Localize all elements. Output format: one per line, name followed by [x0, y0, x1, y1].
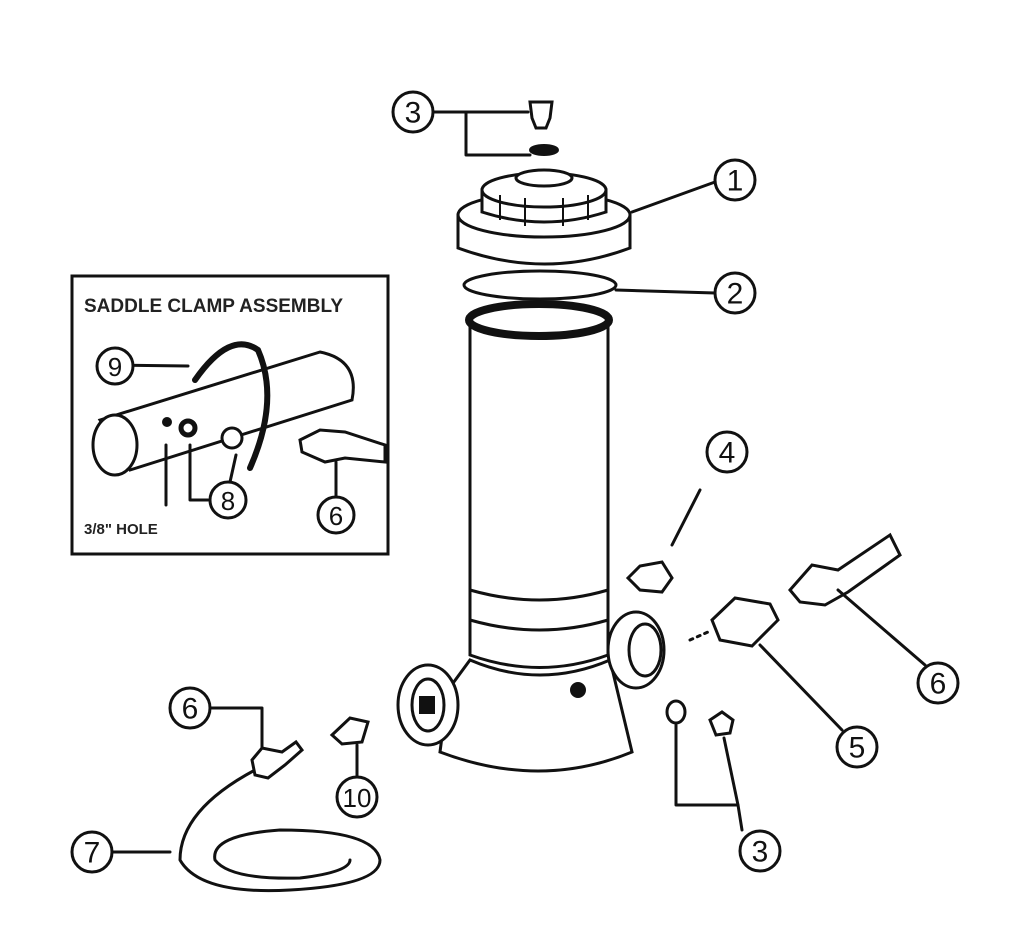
tubing-7	[178, 739, 382, 893]
leader-lines	[110, 110, 927, 854]
svg-text:9: 9	[108, 352, 122, 382]
callout-4: 4	[705, 430, 749, 474]
svg-text:3: 3	[752, 836, 769, 869]
callout-6-left: 6	[168, 686, 212, 730]
callout-9: 9	[95, 346, 135, 386]
fitting-10	[329, 716, 370, 746]
fittings-3-bottom	[665, 699, 735, 737]
callout-3-top: 3	[391, 90, 435, 134]
svg-text:5: 5	[849, 732, 866, 765]
svg-text:4: 4	[719, 437, 736, 470]
svg-text:6: 6	[182, 693, 199, 726]
callout-7: 7	[70, 830, 114, 874]
callout-5: 5	[835, 725, 879, 769]
o-ring	[462, 269, 618, 301]
svg-text:3: 3	[405, 97, 422, 130]
svg-text:2: 2	[727, 278, 744, 311]
svg-text:7: 7	[84, 837, 101, 870]
callouts: 3 1 2 9 8 6 4 6 5 6 7 10 3	[70, 90, 960, 874]
inset-title: SADDLE CLAMP ASSEMBLY	[84, 296, 343, 317]
callout-8: 8	[208, 480, 248, 520]
feeder-lid	[456, 144, 632, 266]
svg-text:10: 10	[343, 783, 372, 813]
callout-10: 10	[335, 775, 379, 819]
top-fitting-3	[528, 100, 554, 130]
callout-2: 2	[713, 271, 757, 315]
svg-text:6: 6	[930, 668, 947, 701]
tube-fitting-6-right	[788, 532, 902, 607]
callout-1: 1	[713, 158, 757, 202]
callout-6-inset: 6	[316, 495, 356, 535]
svg-text:1: 1	[727, 165, 744, 198]
svg-text:6: 6	[329, 501, 343, 531]
callout-6-right: 6	[916, 661, 960, 705]
feeder-body	[396, 144, 666, 773]
callout-3-bottom: 3	[738, 829, 782, 873]
fitting-5	[710, 596, 780, 648]
hole-label: 3/8" HOLE	[84, 521, 158, 538]
check-valve-4	[625, 560, 674, 594]
svg-text:8: 8	[221, 486, 235, 516]
